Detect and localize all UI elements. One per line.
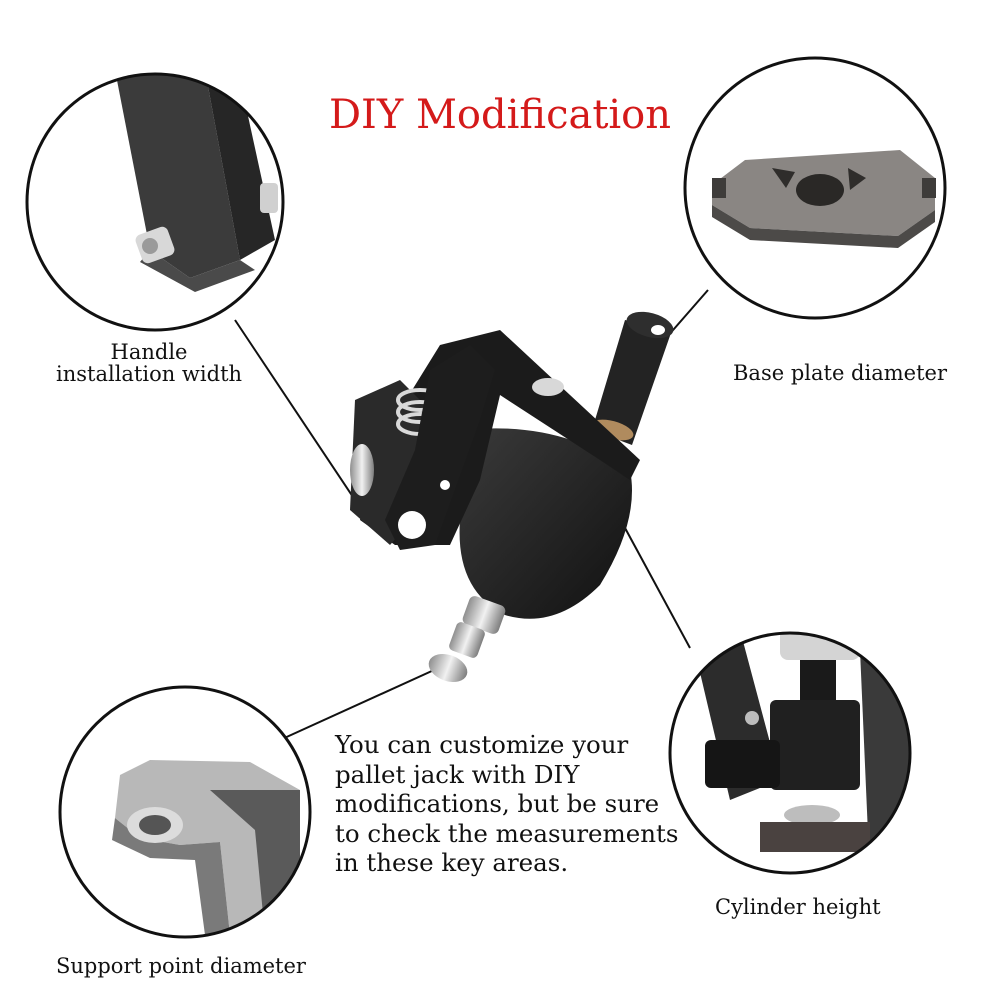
base-plate-detail-circle: [683, 56, 947, 320]
handle-installation-width-label: Handle installation width: [56, 341, 242, 385]
support-point-diameter-label: Support point diameter: [56, 954, 306, 978]
description-line-4: to check the measurements: [335, 818, 679, 848]
description-line-1: You can customize your: [335, 730, 629, 759]
connector-cylinder: [617, 514, 691, 649]
description-line-5: in these key areas.: [335, 848, 569, 877]
handle-label-line-2: installation width: [56, 362, 243, 386]
pump-unit-illustration: [350, 311, 674, 683]
support-point-detail-circle: [58, 685, 312, 939]
description-line-3: modifications, but be sure: [335, 789, 660, 818]
handle-label-line-1: Handle: [110, 340, 188, 364]
handle-detail-circle: [25, 72, 285, 332]
cylinder-height-label: Cylinder height: [715, 895, 881, 919]
page-title: DIY Modification: [328, 92, 672, 138]
cylinder-detail-circle: [668, 631, 912, 875]
connector-support: [279, 664, 446, 741]
description-line-2: pallet jack with DIY: [335, 759, 580, 789]
base-plate-diameter-label: Base plate diameter: [733, 361, 947, 385]
description-text: You can customize your pallet jack with …: [335, 730, 705, 878]
connector-handle: [234, 319, 366, 516]
